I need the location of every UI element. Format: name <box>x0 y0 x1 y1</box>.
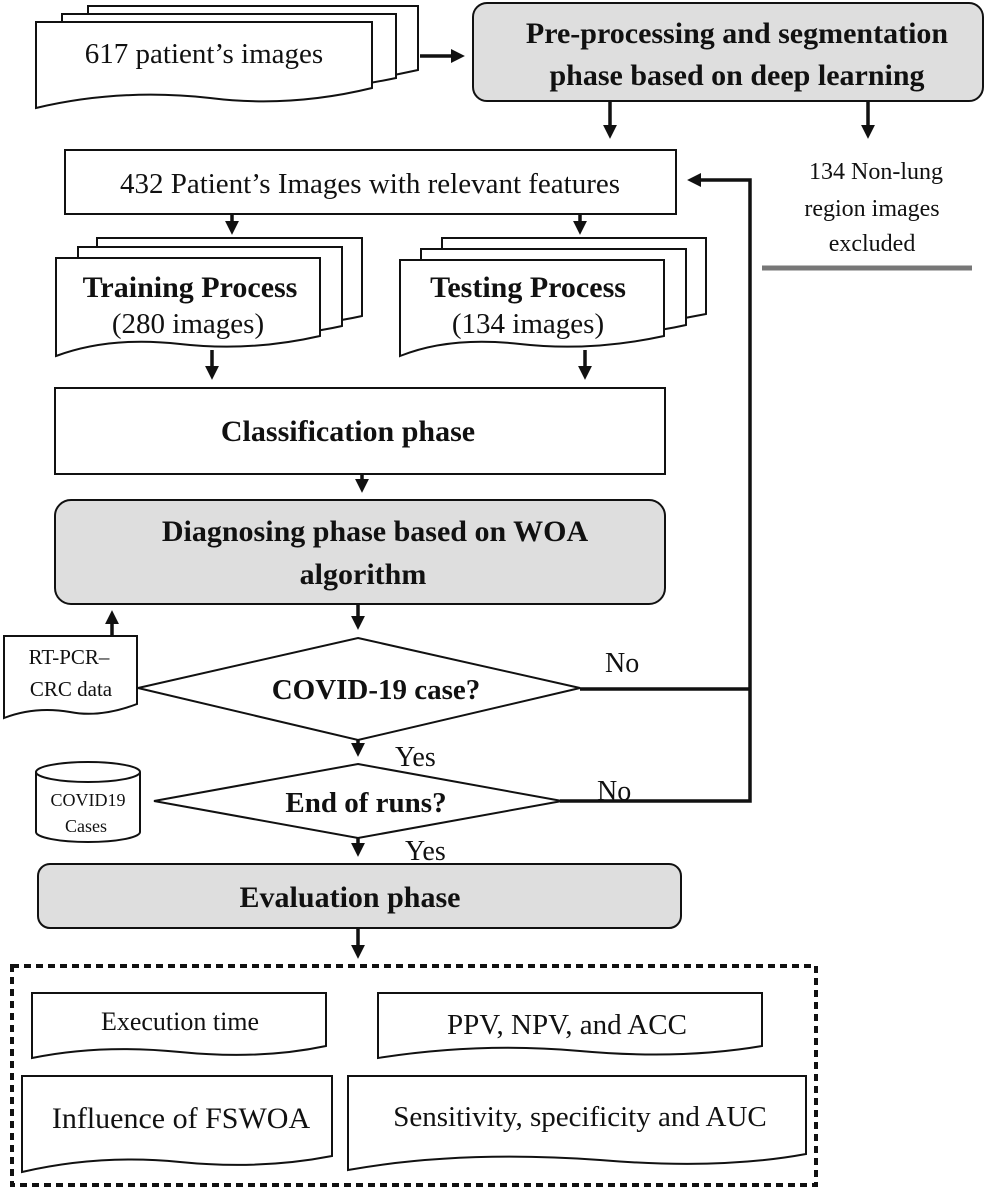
covid-cases-database: COVID19 Cases <box>35 761 141 843</box>
metric-fswoa: Influence of FSWOA <box>21 1075 333 1174</box>
diagnosing-phase: Diagnosing phase based on WOA algorithm <box>54 499 666 605</box>
metric-ppv-label: PPV, NPV, and ACC <box>447 1009 687 1041</box>
testing-title: Testing Process <box>430 271 626 304</box>
training-documents: Training Process (280 images) <box>55 237 363 358</box>
training-title: Training Process <box>83 271 298 304</box>
metric-sensitivity: Sensitivity, specificity and AUC <box>347 1075 807 1172</box>
rtpcr-line1: RT-PCR– <box>29 645 110 669</box>
metric-fswoa-label: Influence of FSWOA <box>52 1102 311 1135</box>
excluded-line1: 134 Non-lung <box>809 159 943 185</box>
excluded-note: 134 Non-lung region images excluded <box>762 159 972 271</box>
diagnosing-line2: algorithm <box>300 558 427 591</box>
end-decision-label: End of runs? <box>285 787 446 819</box>
evaluation-label: Evaluation phase <box>240 881 461 914</box>
rtpcr-document: RT-PCR– CRC data <box>3 635 138 720</box>
input-documents: 617 patient’s images <box>35 5 419 110</box>
connectors <box>105 49 875 959</box>
relevant-images-box: 432 Patient’s Images with relevant featu… <box>64 149 677 215</box>
relevant-label: 432 Patient’s Images with relevant featu… <box>120 168 620 200</box>
training-count: (280 images) <box>112 308 264 340</box>
input-label: 617 patient’s images <box>85 38 323 70</box>
rtpcr-line2: CRC data <box>30 677 113 701</box>
metric-execution-time: Execution time <box>31 992 327 1060</box>
metric-exec-label: Execution time <box>101 1007 259 1036</box>
covid-decision-label: COVID-19 case? <box>272 674 481 706</box>
testing-documents: Testing Process (134 images) <box>399 237 707 358</box>
metrics-dashed-border <box>10 964 818 1187</box>
evaluation-metrics: Execution time PPV, NPV, and ACC Influen… <box>10 964 818 1187</box>
diagnosing-line1: Diagnosing phase based on WOA <box>162 515 589 548</box>
end-yes-label: Yes <box>405 836 446 867</box>
excluded-line2: region images <box>804 196 939 222</box>
metric-sensitivity-label: Sensitivity, specificity and AUC <box>393 1101 766 1133</box>
covid-db-line1: COVID19 <box>51 790 126 810</box>
covid-no-label: No <box>605 648 639 679</box>
covid-db-line2: Cases <box>65 816 107 836</box>
covid-yes-label: Yes <box>395 742 436 773</box>
excluded-line3: excluded <box>829 231 916 257</box>
end-of-runs-decision: End of runs? <box>153 762 563 840</box>
preprocess-line2: phase based on deep learning <box>549 59 924 92</box>
metric-ppv-npv-acc: PPV, NPV, and ACC <box>377 992 763 1060</box>
loop-no-to-relevant <box>560 173 752 803</box>
classification-phase: Classification phase <box>54 387 666 475</box>
preprocessing-phase: Pre-processing and segmentation phase ba… <box>472 2 984 102</box>
covid-decision: COVID-19 case? <box>137 636 581 742</box>
classification-label: Classification phase <box>221 415 475 448</box>
preprocess-line1: Pre-processing and segmentation <box>526 17 949 50</box>
evaluation-phase: Evaluation phase <box>37 863 682 929</box>
testing-count: (134 images) <box>452 308 604 340</box>
